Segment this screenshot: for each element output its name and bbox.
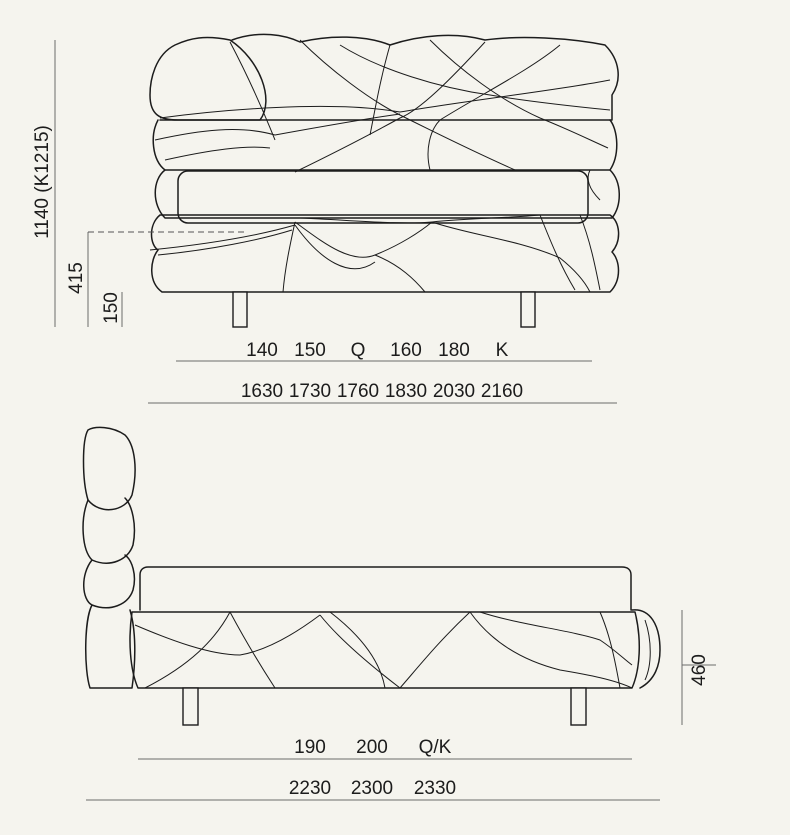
width-label: 2030 [433,381,475,402]
overall-length-label: 2300 [351,778,393,799]
seat-height-label: 415 [66,262,87,294]
side-height-label: 460 [689,654,710,686]
height-label: 1140 (K1215) [32,125,53,239]
size-label: 160 [390,340,422,361]
width-label: 1760 [337,381,379,402]
bed-base-front [149,214,620,293]
width-label: 2160 [481,381,523,402]
front-view: 1140 (K1215) 415 150 140 150 Q 160 180 K… [32,33,620,404]
length-label: 190 [294,737,326,758]
size-label: 180 [438,340,470,361]
width-label: 1730 [289,381,331,402]
overall-length-label: 2330 [414,778,456,799]
length-label: Q/K [419,737,452,758]
size-label: K [496,340,509,361]
front-leg-left [232,291,248,328]
width-label: 1830 [385,381,427,402]
headboard-panel [177,170,589,224]
width-label: 1630 [241,381,283,402]
side-panel [139,566,632,611]
length-label: 200 [356,737,388,758]
size-label: Q [351,340,366,361]
size-label: 140 [246,340,278,361]
headboard-front [149,33,620,219]
size-label: 150 [294,340,326,361]
bed-base-side [129,609,661,689]
side-leg-right [570,687,587,726]
clearance-label: 150 [101,292,122,324]
side-view: 460 190 200 Q/K 2230 2300 2330 [82,426,716,801]
front-leg-right [520,291,536,328]
headboard-side [82,426,136,689]
side-leg-left [182,687,199,726]
overall-length-label: 2230 [289,778,331,799]
